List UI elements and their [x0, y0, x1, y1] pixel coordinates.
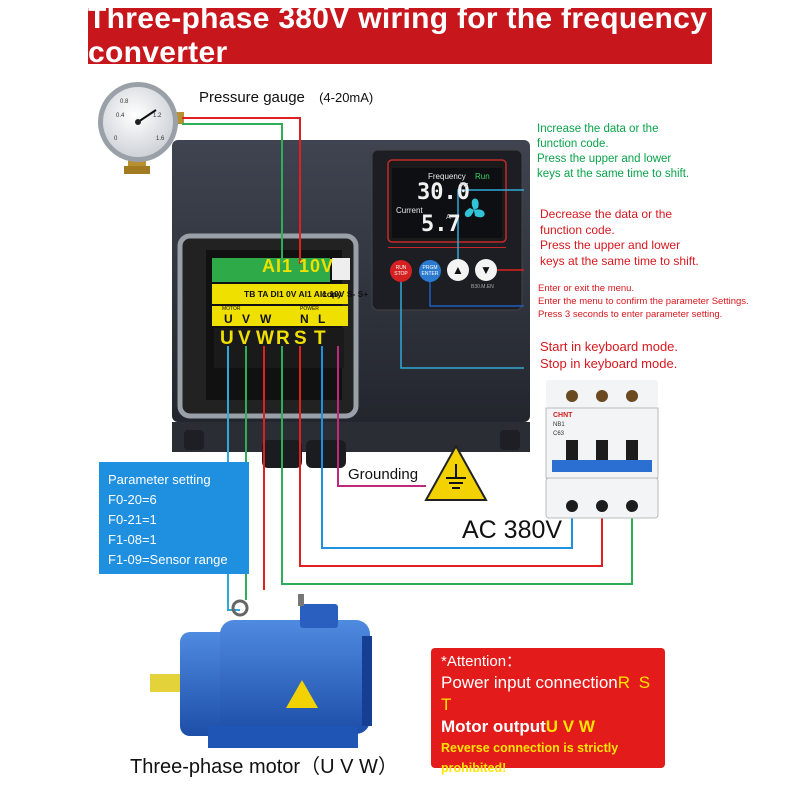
- wire-s: [299, 346, 603, 567]
- parameter-item: F0-21=1: [108, 512, 157, 527]
- wire-gauge-green: [182, 123, 283, 264]
- up-key-note-line: Increase the data or the: [537, 123, 659, 135]
- prgm-key-note-line: Enter or exit the menu.: [538, 283, 635, 294]
- triangle-down-icon: ▼: [480, 263, 492, 277]
- pressure-gauge-name: Pressure gauge: [199, 89, 305, 106]
- attention-box: *Attention： Power input connectionR S T …: [431, 648, 665, 775]
- frequency-value: 30.0: [417, 180, 470, 205]
- ac-380v-label: AC 380V: [462, 516, 563, 544]
- signal-terminal-label: AI1 10V: [262, 256, 335, 276]
- down-key-note-line: Decrease the data or the: [540, 207, 673, 221]
- parameter-item: F0-20=6: [108, 492, 157, 507]
- power-term-l: L: [318, 312, 326, 326]
- attention-power-terms: R S T: [441, 673, 653, 714]
- attention-warning: Reverse connection is strictly prohibite…: [441, 741, 619, 775]
- parameter-item: F1-09=Sensor range: [108, 552, 228, 567]
- pressure-gauge-label: Pressure gauge (4-20mA): [199, 89, 373, 106]
- motor-term-u: U: [224, 312, 233, 326]
- copy-label: copy: [322, 289, 342, 299]
- big-term-t: T: [314, 328, 326, 349]
- circuit-breaker: [545, 380, 659, 519]
- attention-power-text: Power input connection: [441, 673, 618, 692]
- parameter-setting-box: Parameter setting F0-20=6 F0-21=1 F1-08=…: [99, 462, 249, 574]
- run-key-note: Start in keyboard mode. Stop in keyboard…: [540, 338, 678, 372]
- wire-r: [281, 346, 633, 585]
- ground-warning-icon: [424, 443, 488, 501]
- wire-run-key: [400, 280, 524, 369]
- attention-title: *Attention：: [441, 653, 522, 670]
- frequency-converter: [172, 140, 530, 468]
- big-term-w: W: [256, 328, 274, 349]
- breaker-rating: C63: [553, 431, 565, 437]
- svg-text:1.2: 1.2: [153, 113, 162, 119]
- title-banner: Three-phase 380V wiring for the frequenc…: [88, 2, 712, 69]
- pressure-gauge-range: (4-20mA): [319, 90, 374, 105]
- down-key-note-line: Press the upper and lower: [540, 238, 681, 252]
- motor-term-w: W: [260, 312, 272, 326]
- breaker-brand: CHNT: [553, 412, 573, 419]
- attention-motor-text: Motor output: [441, 717, 546, 736]
- breaker-model: NB1: [553, 422, 565, 428]
- grounding-label: Grounding: [348, 466, 419, 483]
- big-term-s: S: [294, 328, 307, 349]
- power-header: POWER: [300, 306, 319, 312]
- model-label: B30.M.EN: [471, 284, 494, 290]
- up-key-button[interactable]: ▲: [447, 259, 469, 281]
- big-term-u: U: [220, 328, 234, 349]
- frequency-label: Frequency: [428, 172, 466, 181]
- attention-power-line: Power input connectionR S T: [441, 672, 655, 716]
- up-key-note: Increase the data or the function code. …: [537, 122, 689, 182]
- prgm-key-note-line: Enter the menu to confirm the parameter …: [538, 296, 749, 307]
- motor-label: Three-phase motor（U V W）: [130, 756, 398, 778]
- parameter-item: F1-08=1: [108, 532, 157, 547]
- prgm-key-note: Enter or exit the menu. Enter the menu t…: [538, 282, 749, 321]
- page-title: Three-phase 380V wiring for the frequenc…: [88, 2, 708, 69]
- power-term-n: N: [300, 312, 309, 326]
- wire-t: [321, 346, 573, 549]
- attention-motor-terms: U V W: [545, 717, 595, 736]
- attention-motor-line: Motor outputU V W: [441, 716, 655, 738]
- wire-prgm-key: [429, 278, 524, 307]
- motor-header: MOTOR: [222, 306, 241, 312]
- wire-up-key: [457, 189, 524, 270]
- up-key-note-line: function code.: [537, 138, 609, 150]
- signal-terminal-row: TB TA DI1 0V AI1 AI1 10V S- S+: [244, 289, 369, 299]
- big-term-v: V: [238, 328, 251, 349]
- parameter-heading: Parameter setting: [108, 472, 211, 487]
- three-phase-motor: [150, 594, 372, 748]
- current-unit: A: [446, 214, 451, 221]
- current-label: Current: [396, 206, 423, 215]
- run-key-note-line: Stop in keyboard mode.: [540, 356, 678, 371]
- triangle-up-icon: ▲: [452, 263, 464, 277]
- down-key-note-line: function code.: [540, 222, 615, 237]
- wire-ground: [337, 346, 426, 487]
- wire-gauge-red: [182, 117, 301, 264]
- up-key-note-line: Press the upper and lower: [537, 153, 672, 165]
- pressure-gauge: 0.4 1.2 0.8 0 1.6: [98, 82, 184, 174]
- current-value: 5.7: [421, 212, 461, 237]
- down-key-button[interactable]: ▼: [475, 259, 497, 281]
- svg-text:0: 0: [114, 136, 118, 142]
- prgm-enter-button[interactable]: PRGM ENTER: [419, 260, 441, 282]
- frequency-unit: Hz: [460, 182, 469, 189]
- wire-u: [227, 346, 240, 611]
- down-key-note-line: keys at the same time to shift.: [540, 253, 699, 268]
- prgm-key-note-line: Press 3 seconds to enter parameter setti…: [538, 309, 723, 320]
- svg-text:0.4: 0.4: [116, 113, 125, 119]
- motor-term-v: V: [242, 312, 251, 326]
- up-key-note-line: keys at the same time to shift.: [537, 168, 690, 180]
- fan-icon: [464, 198, 485, 218]
- run-key-note-line: Start in keyboard mode.: [540, 339, 679, 354]
- svg-text:1.6: 1.6: [156, 136, 165, 142]
- down-key-note: Decrease the data or the function code. …: [540, 207, 699, 269]
- run-indicator: Run: [475, 172, 490, 181]
- svg-text:0.8: 0.8: [120, 99, 129, 105]
- big-term-r: R: [276, 328, 290, 349]
- run-stop-button[interactable]: RUN STOP: [390, 260, 412, 282]
